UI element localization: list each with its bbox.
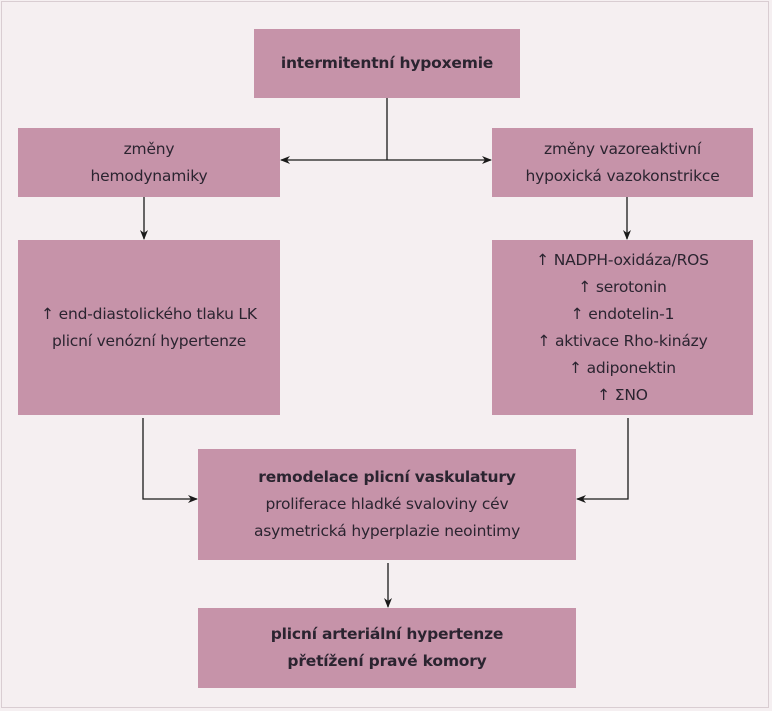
node-text: plicní venózní hypertenze <box>51 331 247 350</box>
node-vascular-remodeling: remodelace plicní vaskulatury proliferac… <box>198 449 576 560</box>
node-title: remodelace plicní vaskulatury <box>258 468 516 486</box>
mediator-item: ↑ aktivace Rho-kinázy <box>537 331 708 350</box>
mediator-item: ↑ NADPH-oxidáza/ROS <box>536 250 709 269</box>
node-text: změny <box>123 139 175 158</box>
node-text: intermitentní hypoxemie <box>280 54 494 72</box>
mediator-item: ↑ serotonin <box>578 277 667 296</box>
mediator-item: ↑ adiponektin <box>569 358 676 377</box>
node-text: přetížení pravé komory <box>287 652 487 670</box>
node-text: asymetrická hyperplazie neointimy <box>253 522 521 540</box>
node-text: hemodynamiky <box>90 166 208 185</box>
node-intermittent-hypoxemia: intermitentní hypoxemie <box>254 29 520 98</box>
node-text: proliferace hladké svaloviny cév <box>265 495 509 513</box>
node-lv-end-diastolic-pressure: ↑ end-diastolického tlaku LK plicní venó… <box>18 240 280 415</box>
node-hemodynamic-changes: změny hemodynamiky <box>18 128 280 197</box>
node-vasoreactive-changes: změny vazoreaktivní hypoxická vazokonstr… <box>492 128 753 197</box>
node-text: ↑ end-diastolického tlaku LK <box>41 304 257 323</box>
mediator-item: ↑ endotelin-1 <box>570 304 675 323</box>
node-text: hypoxická vazokonstrikce <box>525 166 720 185</box>
node-pulmonary-arterial-hypertension: plicní arteriální hypertenze přetížení p… <box>198 608 576 688</box>
node-vasoactive-mediators: ↑ NADPH-oxidáza/ROS ↑ serotonin ↑ endote… <box>492 240 753 415</box>
node-text: změny vazoreaktivní <box>544 139 701 158</box>
node-text: plicní arteriální hypertenze <box>270 625 504 643</box>
mediator-item: ↑ ΣNO <box>597 385 648 404</box>
